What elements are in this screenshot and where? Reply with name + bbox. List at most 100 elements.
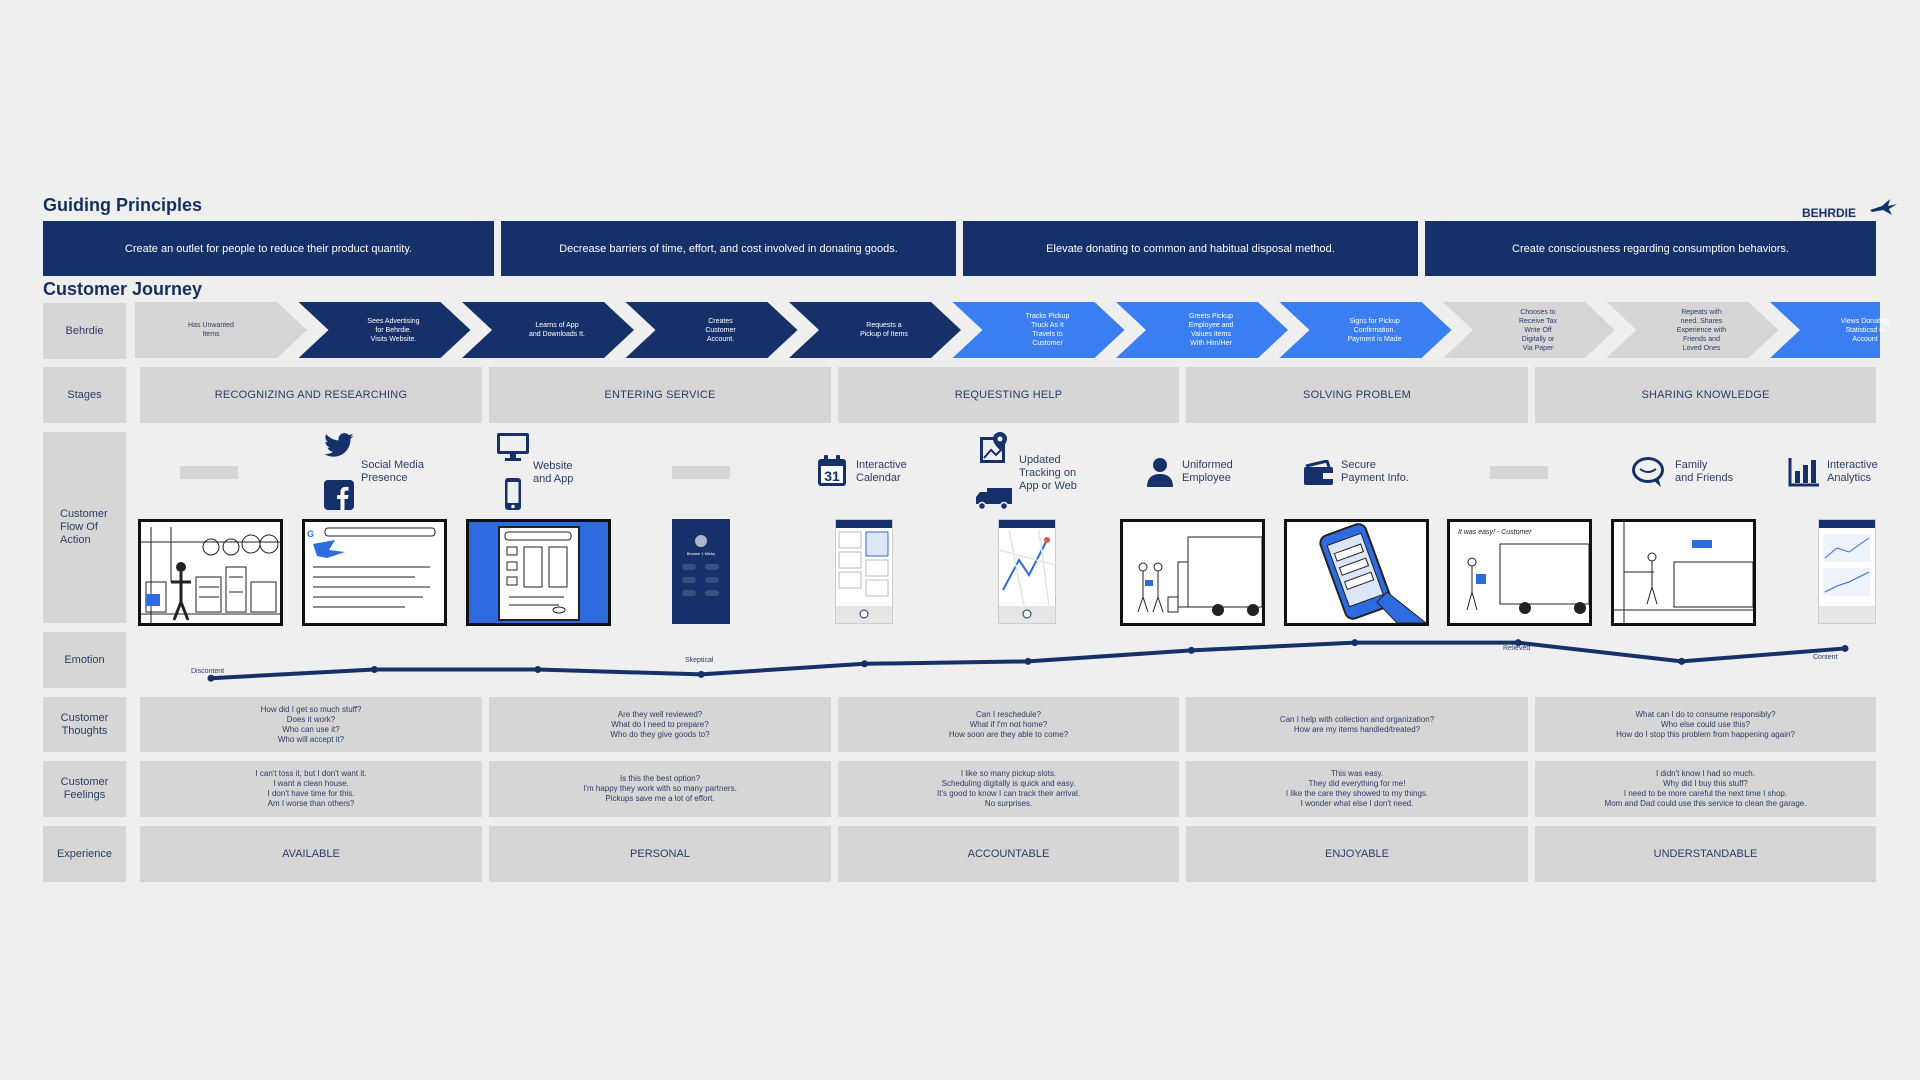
touchpoint-label-website: Website and App [533,460,574,485]
touchpoint-placeholder-9 [1490,466,1548,479]
behrdie-step-chevron [1116,302,1288,358]
touchpoint-label-family: Family and Friends [1675,459,1734,484]
emotion-point [697,670,705,678]
row-label-flow: Customer Flow Of Action [43,432,126,623]
touchpoint-label-employee: Uniformed Employee [1182,459,1233,484]
row-label-feelings: Customer Feelings [43,761,126,817]
touchpoint-label-calendar: Interactive Calendar [856,459,907,484]
phone-icon [505,478,521,510]
feelings-entering: Is this the best option? I'm happy they … [489,761,831,817]
stage-entering: ENTERING SERVICE [489,367,831,423]
calendar-day: 31 [824,468,840,484]
emotion-label-content: Content [1813,654,1838,661]
behrdie-step-chevron [1770,302,1880,358]
row-label-experience: Experience [43,826,126,882]
touchpoint-label-tracking: Updated Tracking on App or Web [1019,454,1077,492]
thoughts-entering: Are they well reviewed? What do I need t… [489,697,831,752]
sketch-google-search: G [302,519,447,626]
feelings-sharing: I didn't know I had so much. Why did I b… [1535,761,1876,817]
emotion-point [370,666,378,674]
behrdie-step-label: Has Unwanted Items [188,322,234,338]
thoughts-sharing: What can I do to consume responsibly? Wh… [1535,697,1876,752]
principle-2: Decrease barriers of time, effort, and c… [501,221,956,276]
sketch-easy-quote: It was easy! - Customer [1458,529,1532,536]
emotion-point [1514,639,1522,647]
behrdie-step-label: Requests a Pickup of Items [860,322,908,338]
emotion-point [1024,657,1032,665]
app-screen-analytics [1818,519,1876,624]
behrdie-step-label: Repeats with need. Shares Experience wit… [1676,308,1727,352]
emotion-point [1841,644,1849,652]
behrdie-step-chevron [135,302,307,358]
behrdie-step-chevron [952,302,1125,358]
emotion-label-discontent: Discontent [191,668,225,675]
thoughts-requesting: Can I reschedule? What if I'm not home? … [838,697,1179,752]
behrdie-step-label: Sees Advertising for Behrdie. Visits Web… [367,317,420,343]
stage-requesting: REQUESTING HELP [838,367,1179,423]
behrdie-step-chevron [298,302,471,358]
bar-chart-icon [1788,458,1819,487]
person-icon [1147,458,1173,487]
touchpoint-label-analytics: Interactive Analytics [1827,459,1878,484]
row-label-thoughts: Customer Thoughts [43,697,126,752]
principle-4: Create consciousness regarding consumpti… [1425,221,1876,276]
touchpoint-placeholder-4 [672,466,730,479]
thoughts-solving: Can I help with collection and organizat… [1186,697,1528,752]
behrdie-step-chevron [1279,302,1452,358]
behrdie-step-label: Tracks Pickup Truck As It Travels to Cus… [1025,313,1070,347]
svg-text:G: G [307,529,314,539]
sketch-website-app [466,519,611,626]
behrdie-step-chevron [789,302,961,358]
emotion-point [1187,646,1195,654]
behrdie-step-label: Signs for Pickup Confirmation. Payment i… [1347,317,1402,343]
stage-sharing: SHARING KNOWLEDGE [1535,367,1876,423]
sketch-sharing-house [1611,519,1756,626]
bird-logo-icon [1870,199,1897,215]
experience-accountable: ACCOUNTABLE [838,826,1179,882]
thoughts-recognizing: How did I get so much stuff? Does it wor… [140,697,482,752]
emotion-point [1351,639,1359,647]
experience-personal: PERSONAL [489,826,831,882]
sketch-customer-easy: It was easy! - Customer [1447,519,1592,626]
sketch-employee-pickup [1120,519,1265,626]
behrdie-logo: BEHRDIE [1802,199,1897,220]
principle-3: Elevate donating to common and habitual … [963,221,1418,276]
row-label-behrdie: Behrdie [43,303,126,359]
row-label-emotion: Emotion [43,632,126,688]
emotion-label-relieved: Relieved [1503,645,1531,652]
behrdie-step-chevron [1606,302,1779,358]
behrdie-step-label: Chooses to Receive Tax Write Off Digital… [1518,308,1557,352]
behrdie-step-label: Views Donating Statisticsd in Account [1840,317,1890,343]
principle-1: Create an outlet for people to reduce th… [43,221,494,276]
guiding-principles-title: Guiding Principles [43,195,203,215]
emotion-label-skeptical: Skeptical [685,657,714,664]
logo-text: BEHRDIE [1802,206,1857,220]
behrdie-step-label: Greets Pickup Employee and Values Items … [1188,313,1234,347]
sketch-phone-payment [1284,519,1429,626]
behrdie-step-chevron [1443,302,1615,358]
experience-available: AVAILABLE [140,826,482,882]
stage-solving: SOLVING PROBLEM [1186,367,1528,423]
emotion-point [861,660,869,668]
row-label-stages: Stages [43,367,126,423]
touchpoint-label-social: Social Media Presence [361,459,424,484]
behrdie-step-chevron [462,302,634,358]
app-screen-calendar [835,519,893,624]
phone-app-caption: Browse 1 Mishy [687,551,715,556]
feelings-recognizing: I can't toss it, but I don't want it. I … [140,761,482,817]
behrdie-step-label: Learns of App and Downloads It. [528,322,586,338]
touchpoint-placeholder-1 [180,466,238,479]
customer-journey-title: Customer Journey [43,279,203,299]
wallet-icon [1304,460,1333,485]
emotion-point [207,674,215,682]
twitter-icon [324,433,354,457]
app-screen-map-tracking [998,519,1056,624]
truck-icon [976,488,1012,511]
experience-understandable: UNDERSTANDABLE [1535,826,1876,882]
calendar-icon: 31 [818,455,846,486]
behrdie-step-label: Creates Customer Account. [705,317,736,343]
emotion-point [534,666,542,674]
monitor-icon [497,433,529,461]
feelings-requesting: I like so many pickup slots. Scheduling … [838,761,1179,817]
